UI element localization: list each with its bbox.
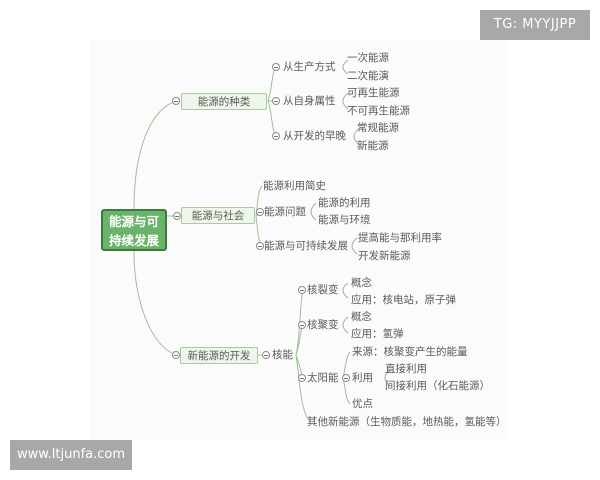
node-nuclear[interactable]: 核能 [272,349,293,361]
collapse-icon[interactable] [298,321,306,329]
leaf-develop-new[interactable]: 开发新能源 [358,250,411,262]
root-label-line2: 持续发展 [108,233,159,248]
leaf-renewable[interactable]: 可再生能源 [347,87,400,99]
collapse-icon[interactable] [173,212,181,220]
collapse-icon[interactable] [272,132,280,140]
leaf-fission-concept[interactable]: 概念 [351,277,372,289]
collapse-icon[interactable] [342,374,350,382]
node-development-time[interactable]: 从开发的早晚 [283,130,346,142]
node-fission[interactable]: 核裂变 [307,284,339,296]
root-label-line1: 能源与可 [108,214,159,229]
collapse-icon[interactable] [256,242,264,250]
leaf-primary-energy[interactable]: 一次能源 [347,52,389,64]
leaf-new-energy[interactable]: 新能源 [357,140,389,152]
node-production-method[interactable]: 从生产方式 [283,61,336,73]
node-own-attribute[interactable]: 从自身属性 [283,95,336,107]
branch-new-energy-dev[interactable]: 新能源的开发 [180,347,258,364]
root-node[interactable]: 能源与可 持续发展 [101,209,167,251]
collapse-icon[interactable] [272,63,280,71]
leaf-energy-use[interactable]: 能源的利用 [318,197,371,209]
node-energy-issues[interactable]: 能源问题 [264,206,306,218]
collapse-icon[interactable] [262,351,270,359]
node-sustainable[interactable]: 能源与可持续发展 [264,240,348,252]
watermark-bottom: www.ltjunfa.com [10,440,132,470]
leaf-fission-application[interactable]: 应用：核电站，原子弹 [351,294,456,306]
node-solar-source[interactable]: 来源：核聚变产生的能量 [352,346,468,358]
leaf-improve-efficiency[interactable]: 提高能与那利用率 [358,232,442,244]
node-energy-history[interactable]: 能源利用简史 [263,180,326,192]
leaf-conventional[interactable]: 常规能源 [357,122,399,134]
node-solar-advantages[interactable]: 优点 [352,398,373,410]
node-solar-use[interactable]: 利用 [352,372,373,384]
leaf-indirect-use[interactable]: 间接利用（化石能源） [385,380,490,392]
node-fusion[interactable]: 核聚变 [307,319,339,331]
leaf-direct-use[interactable]: 直接利用 [385,363,427,375]
collapse-icon[interactable] [256,208,264,216]
collapse-icon[interactable] [298,286,306,294]
collapse-icon[interactable] [272,97,280,105]
leaf-fusion-concept[interactable]: 概念 [351,311,372,323]
leaf-secondary-energy[interactable]: 二次能演 [347,70,389,82]
collapse-icon[interactable] [298,374,306,382]
watermark-top: TG: MYYJJPP [480,10,590,40]
leaf-energy-environment[interactable]: 能源与环境 [318,214,371,226]
collapse-icon[interactable] [172,97,180,105]
leaf-nonrenewable[interactable]: 不可再生能源 [347,105,410,117]
branch-energy-society[interactable]: 能源与社会 [181,207,255,224]
leaf-fusion-application[interactable]: 应用：氢弹 [351,328,404,340]
node-other-new-energy[interactable]: 其他新能源（生物质能，地热能，氢能等） [307,416,507,428]
collapse-icon[interactable] [172,351,180,359]
node-solar[interactable]: 太阳能 [307,372,339,384]
branch-energy-types[interactable]: 能源的种类 [181,93,267,110]
